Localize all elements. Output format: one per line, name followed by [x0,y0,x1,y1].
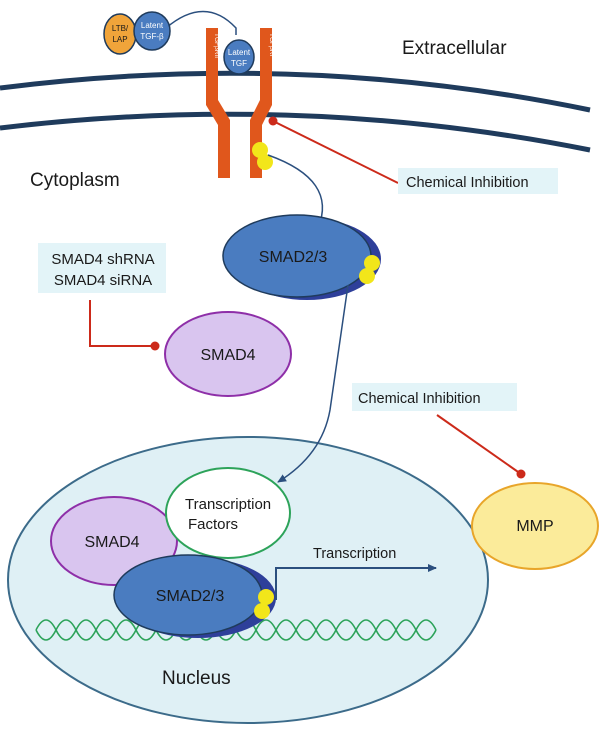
inhibition-line-receptor [272,120,399,184]
smad23-nucleus-phosphate [254,589,274,619]
ltbp-lap-label-1: LTB/ [112,24,129,33]
latent-tgf-bound [223,39,255,75]
latent-tgf-bound-label-2: TGF [231,59,247,68]
translocation-path [277,284,349,483]
smad23-cytoplasm-phosphate [359,255,380,284]
latent-tgf-beta [133,11,171,51]
cell-membrane-outer [0,70,591,113]
chemical-inhibition-label-receptor: Chemical Inhibition [406,175,529,191]
mmp-protein [471,482,599,570]
receptor-tgfbr2 [206,28,230,178]
latent-tgf-bound-label-1: Latent [228,48,251,57]
smad23-nucleus-label: SMAD2/3 [156,588,225,605]
chemical-inhibition-label-mmp: Chemical Inhibition [358,391,481,407]
inhibition-line-smad4 [89,300,153,347]
smad23-cytoplasm-label: SMAD2/3 [259,249,328,266]
receptor-tgfbr1-label: TGFβRI [268,33,275,56]
receptor-tgfbr2-label: TGFβRII [213,33,220,58]
mmp-label: MMP [516,518,553,535]
inhibition-dot-receptor [268,116,278,126]
inhibition-line-mmp [436,414,522,475]
latent-tgf-beta-label-1: Latent [141,21,164,30]
transcription-label: Transcription [313,546,396,562]
transcription-arrow [275,564,437,600]
nucleus-label: Nucleus [162,668,231,689]
extracellular-label: Extracellular [402,38,507,59]
smad4-nucleus-label: SMAD4 [84,534,139,551]
inhibition-dot-smad4 [150,341,160,351]
transcription-factors-label-1: Transcription [185,496,271,513]
receptor-tgfbr1 [250,28,272,178]
ltbp-lap [103,13,137,55]
smad4-cytoplasm-label: SMAD4 [200,347,255,364]
latent-tgf-beta-label-2: TGF-β [140,32,164,41]
smad4-sirna-label: SMAD4 siRNA [54,272,152,289]
transcription-factors [165,467,291,559]
smad4-knockdown-box [38,243,166,293]
transcription-factors-label-2: Factors [188,516,238,533]
smad4-cytoplasm [164,311,292,397]
ltbp-lap-label-2: LAP [112,35,127,44]
inhibition-dot-mmp [516,469,526,479]
cytoplasm-label: Cytoplasm [30,170,120,191]
smad4-shrna-label: SMAD4 shRNA [51,251,154,268]
chemical-inhibition-box-receptor [398,168,558,194]
receptor-phosphate [252,142,273,170]
cell-membrane-inner [0,111,591,153]
chemical-inhibition-box-mmp [352,383,517,411]
ligand-tether [165,10,237,35]
